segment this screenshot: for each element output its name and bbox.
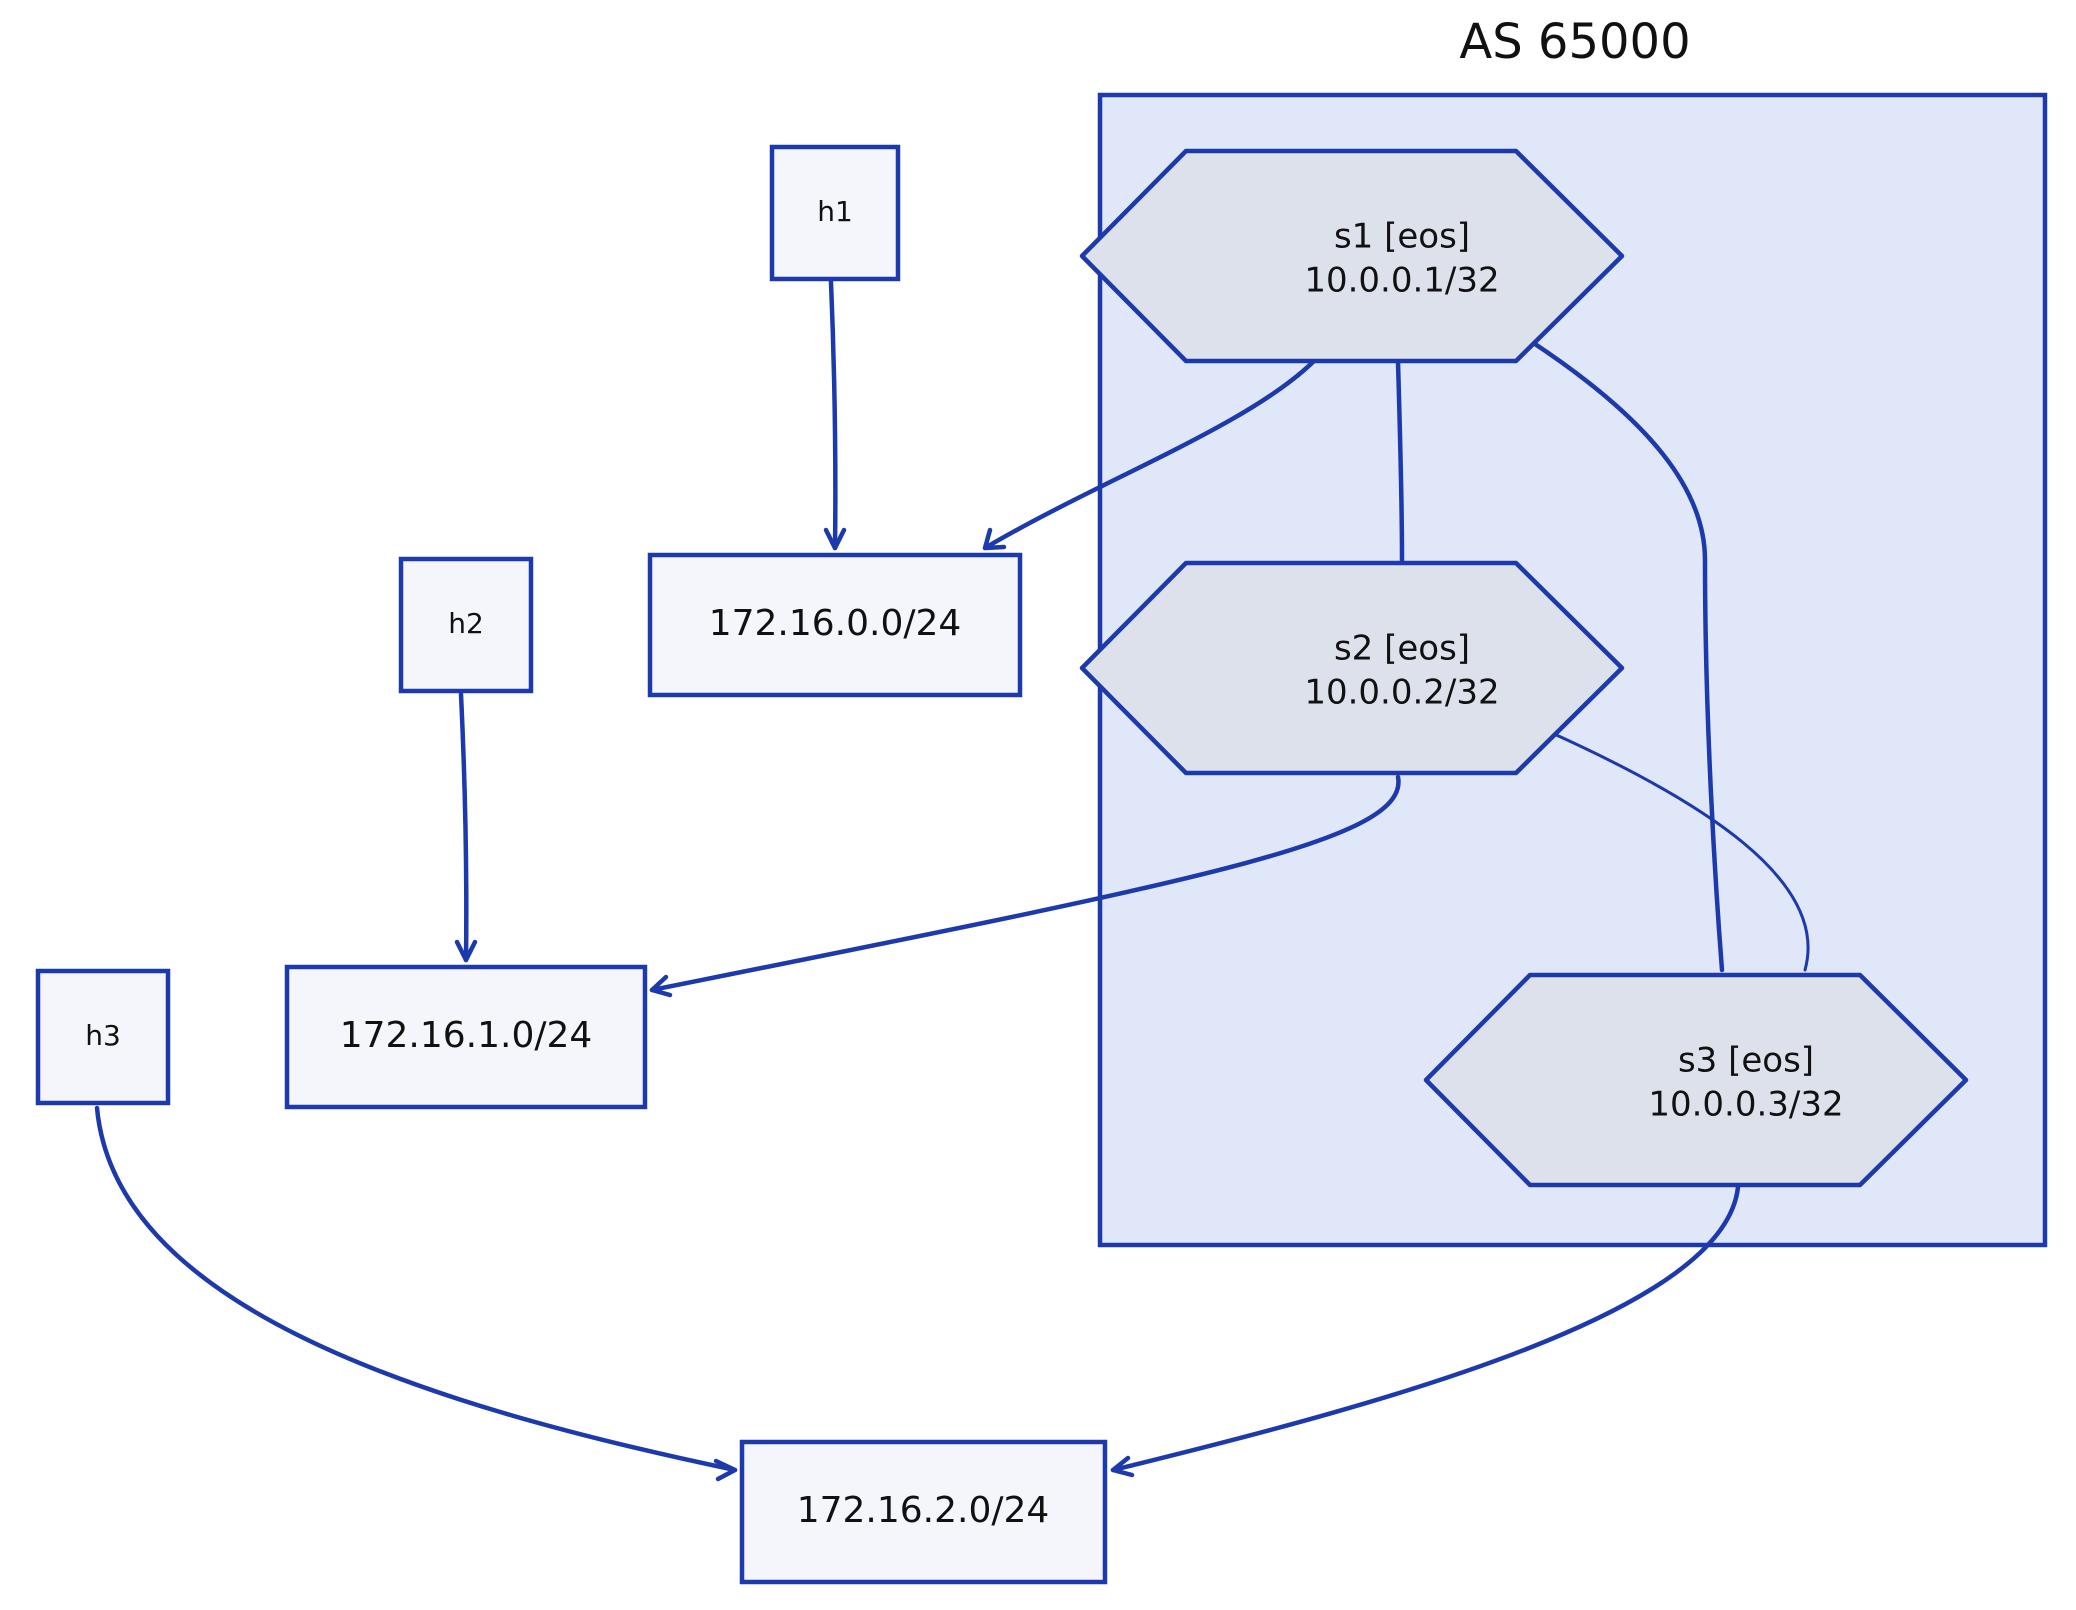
- switch-address: 10.0.0.3/32: [1648, 1085, 1843, 1125]
- network-box: [284, 964, 648, 1110]
- as-label: AS 65000: [1459, 14, 1690, 70]
- edge-h2-net1: [458, 691, 469, 963]
- switch-address: 10.0.0.2/32: [1304, 673, 1499, 713]
- switch-s1: s1 [eos] 10.0.0.1/32: [1079, 148, 1625, 364]
- network-net0: 172.16.0.0/24: [647, 552, 1023, 698]
- switch-hexagon: [1079, 560, 1625, 776]
- edge-s2-s3: [1550, 731, 1810, 972]
- host-label: h3: [85, 1019, 121, 1052]
- network-label: 172.16.0.0/24: [709, 603, 962, 644]
- switch-name: s1 [eos]: [1334, 217, 1470, 257]
- switch-hexagon: [1423, 972, 1969, 1188]
- network-label: 172.16.1.0/24: [340, 1015, 593, 1056]
- host-h3: h3: [35, 968, 171, 1106]
- host-box: [398, 556, 534, 694]
- switch-hexagon: [1079, 148, 1625, 364]
- edge-h1-net0-arrow: [823, 527, 847, 551]
- network-net2: 172.16.2.0/24: [739, 1439, 1108, 1585]
- edge-s3-net2-arrow: [1110, 1455, 1135, 1478]
- edge-s3-net2: [1110, 1184, 1741, 1473]
- edge-h3-net2-arrow: [713, 1458, 738, 1482]
- host-h1: h1: [769, 144, 901, 282]
- edge-s1-s2: [1395, 359, 1405, 563]
- edge-h3-net2: [94, 1105, 738, 1473]
- edge-h1-net0: [828, 279, 838, 551]
- switch-address: 10.0.0.1/32: [1304, 261, 1499, 301]
- network-label: 172.16.2.0/24: [797, 1490, 1050, 1531]
- switch-name: s3 [eos]: [1678, 1041, 1814, 1081]
- host-box: [35, 968, 171, 1106]
- edge-s1-s3: [1529, 339, 1725, 973]
- host-label: h1: [817, 195, 853, 228]
- edge-s2-net1-arrow: [649, 974, 673, 998]
- edge-s1-net0-arrow: [982, 527, 1007, 551]
- host-h2: h2: [398, 556, 534, 694]
- host-box: [769, 144, 901, 282]
- network-net1: 172.16.1.0/24: [284, 964, 648, 1110]
- network-box: [739, 1439, 1108, 1585]
- switch-s2: s2 [eos] 10.0.0.2/32: [1079, 560, 1625, 776]
- edge-s2-net1: [649, 774, 1401, 993]
- switch-s3: s3 [eos] 10.0.0.3/32: [1423, 972, 1969, 1188]
- edge-s1-net0: [982, 357, 1318, 551]
- host-label: h2: [448, 607, 484, 640]
- switch-name: s2 [eos]: [1334, 629, 1470, 669]
- network-box: [647, 552, 1023, 698]
- edges: [94, 279, 1810, 1482]
- edge-h2-net1-arrow: [454, 939, 478, 963]
